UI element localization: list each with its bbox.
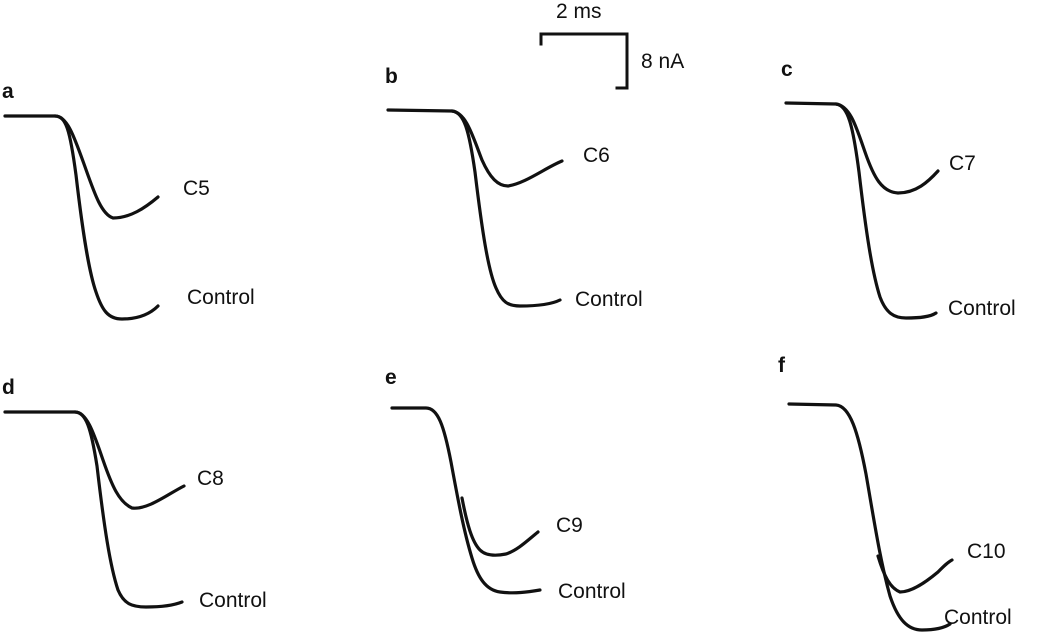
panel-c: c C7 Control xyxy=(781,58,1016,320)
compound-trace xyxy=(53,114,160,220)
panel-letter: e xyxy=(385,366,397,389)
control-trace xyxy=(784,101,938,320)
compound-label: C7 xyxy=(949,152,976,175)
control-label: Control xyxy=(575,288,643,311)
control-label: Control xyxy=(948,297,1016,320)
scale-bar-current-label: 8 nA xyxy=(641,50,684,73)
compound-label: C8 xyxy=(197,467,224,490)
scale-bar-time-label: 2 ms xyxy=(556,0,602,23)
compound-label: C5 xyxy=(183,177,210,200)
control-trace xyxy=(390,406,542,595)
panel-letter: b xyxy=(385,65,398,88)
control-trace xyxy=(3,410,184,609)
panel-e: e C9 Control xyxy=(385,366,626,603)
panel-letter: f xyxy=(778,354,786,377)
compound-label: C6 xyxy=(583,144,610,167)
panel-f: f C10 Control xyxy=(778,354,1012,632)
control-label: Control xyxy=(944,606,1012,629)
compound-trace xyxy=(450,109,564,188)
panel-d: d C8 Control xyxy=(2,376,267,612)
compound-trace xyxy=(834,102,940,195)
panel-letter: c xyxy=(781,58,793,81)
compound-label: C9 xyxy=(556,514,583,537)
compound-label: C10 xyxy=(967,540,1006,563)
panel-letter: d xyxy=(2,376,15,399)
compound-trace xyxy=(73,410,186,510)
compound-trace xyxy=(460,496,540,557)
control-trace xyxy=(386,108,562,308)
panel-a: a C5 Control xyxy=(2,80,255,321)
scale-bar-lines xyxy=(539,32,629,90)
control-label: Control xyxy=(558,580,626,603)
panel-letter: a xyxy=(2,80,14,103)
panel-b: b C6 Control xyxy=(385,65,643,311)
control-trace xyxy=(3,114,160,321)
compound-trace xyxy=(876,554,954,594)
scale-bar: 2 ms 8 nA xyxy=(539,0,684,90)
control-label: Control xyxy=(187,286,255,309)
control-trace xyxy=(787,402,952,632)
control-label: Control xyxy=(199,589,267,612)
